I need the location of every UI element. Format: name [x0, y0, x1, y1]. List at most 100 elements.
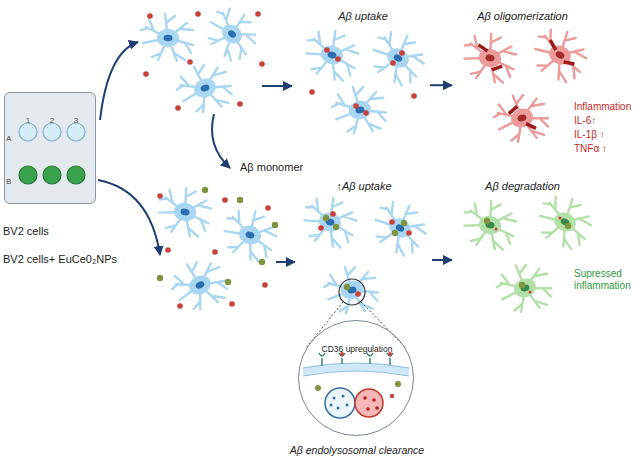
flow-arrow [432, 259, 452, 261]
text-slot: B [6, 170, 11, 188]
resting-microglia-part [365, 194, 434, 261]
nanoparticle-dots-part [259, 259, 265, 265]
text-slot: BV2 cells [3, 221, 49, 239]
abeta-monomer-dots-part [237, 101, 243, 107]
inset-detail-part-part [333, 397, 336, 400]
outcome-label: Supressed inflammation [574, 268, 636, 292]
abeta-monomer-dots-part [399, 50, 405, 56]
text-slot: 3 [70, 109, 82, 127]
text-slot: Inflammation [574, 96, 631, 114]
abeta-monomer-dots-part [390, 60, 396, 66]
well-column-number: 1 [26, 116, 30, 126]
text-slot: Aβ oligomerization [455, 6, 590, 24]
nanoparticle-dots-part [519, 282, 525, 288]
nanoparticle-dots-part [272, 222, 278, 228]
nanoparticle-dots-part [392, 230, 398, 236]
inset-detail-part-part [363, 396, 367, 400]
text-slot: Aβ uptake [298, 6, 428, 24]
inset-detail-part [315, 385, 321, 391]
nanoparticle-dots-part [401, 220, 407, 226]
inset-detail-part [390, 394, 394, 398]
node-heading: ↑Aβ uptake [336, 180, 391, 193]
calming-microglia-part [459, 197, 518, 252]
inset-circle: CD36 upregulationAβ endolysosomal cleara… [298, 320, 414, 436]
abeta-monomer-dots-part [259, 61, 265, 67]
abeta-monomer-dots-part [212, 249, 218, 255]
abeta-monomer-dots-part [495, 228, 498, 231]
flow-arrows-part [276, 261, 295, 263]
well-plate-art-part [43, 123, 61, 141]
abeta-monomer-dots-part [265, 205, 271, 211]
text-slot: Aβ monomer [240, 157, 303, 175]
resting-microglia-part [171, 57, 236, 119]
nanoparticle-dots-part [202, 187, 208, 193]
well-column-number: 3 [74, 116, 78, 126]
abeta-monomer-dots-part [157, 193, 163, 199]
abeta-monomer-dots-part [165, 247, 171, 253]
resting-microglia-part [141, 14, 193, 61]
text-slot: Aβ degradation [455, 176, 590, 194]
node-heading: Aβ degradation [485, 180, 560, 193]
calming-microglia-part [531, 189, 598, 254]
flow-arrow [430, 84, 452, 86]
text-slot: 1 [22, 109, 34, 127]
well-plate-art-part [19, 123, 37, 141]
abeta-oligomers-part [525, 122, 536, 130]
text-slot: IL-1β ↑ [574, 124, 605, 142]
well-plate: BV2 cellsBV2 cells+ EuCe0₂NPs [4, 92, 96, 204]
calming-microglia-part [493, 258, 555, 317]
zoom-callout-part [306, 302, 406, 348]
inset-detail-part [325, 388, 355, 418]
abeta-monomer-dots-part [177, 303, 183, 309]
abeta-oligomers-part [508, 105, 519, 115]
inset-detail-part-part [346, 404, 349, 407]
well-column-number: 2 [50, 116, 54, 126]
well-row-letter: A [6, 134, 11, 144]
abeta-monomer-dots-part [389, 219, 395, 225]
inset-detail-part-part [366, 407, 370, 411]
resting-microglia-part [217, 203, 282, 265]
inset-detail-part-part [330, 404, 333, 407]
inset-detail-part [303, 371, 409, 376]
text-slot: Supressed inflammation [574, 268, 636, 292]
inset-detail-part [355, 389, 383, 417]
well-plate-art-part [67, 166, 85, 184]
abeta-monomer-dots [143, 11, 561, 309]
resting-microglia-part [154, 184, 213, 239]
nanoparticle-dots-part [344, 284, 350, 290]
nanoparticle-dots-part [225, 279, 231, 285]
inset-detail-part-part [342, 395, 345, 398]
abeta-monomer-dots-part [353, 103, 359, 109]
nanoparticle-dots-part [565, 223, 571, 229]
text-slot: Aβ endolysosomal clearance [257, 440, 457, 458]
inset-detail-part-part [372, 398, 376, 402]
text-slot: 2 [46, 109, 58, 127]
node-caption: BV2 cells+ EuCe0₂NPs [3, 253, 117, 266]
resting-microglia-part [165, 253, 232, 318]
resting-microglia-part [298, 192, 360, 251]
abeta-oligomers [477, 39, 574, 130]
abeta-monomer-dots-part [229, 301, 235, 307]
resting-microglia-part [300, 25, 362, 84]
abeta-monomer-dots-part [324, 47, 330, 53]
resting-microglia-part [329, 82, 388, 137]
nanoparticle-dots-part [157, 275, 163, 281]
zoom-callout-part [339, 279, 365, 305]
well-plate-art [4, 92, 96, 204]
node-heading: BV2 cells [3, 225, 49, 238]
well-plate-art-part [67, 123, 85, 141]
inset-detail-part-part [375, 406, 379, 410]
text-slot: CD36 upregulation [299, 338, 415, 356]
inset-detail-part [363, 396, 379, 411]
nanoparticle-dots-part [323, 215, 329, 221]
abeta-oligomers-part [491, 64, 503, 71]
inflamed-microglia-part [490, 88, 552, 147]
well-plate-art-part [4, 92, 96, 204]
cytokine-label: IL-6↑ [574, 115, 596, 127]
text-slot: BV2 cells+ EuCe0₂NPs [3, 249, 117, 267]
inset-detail-part [303, 363, 409, 368]
abeta-monomer-dots-part [262, 282, 268, 288]
abeta-monomer-dots-part [195, 11, 201, 17]
